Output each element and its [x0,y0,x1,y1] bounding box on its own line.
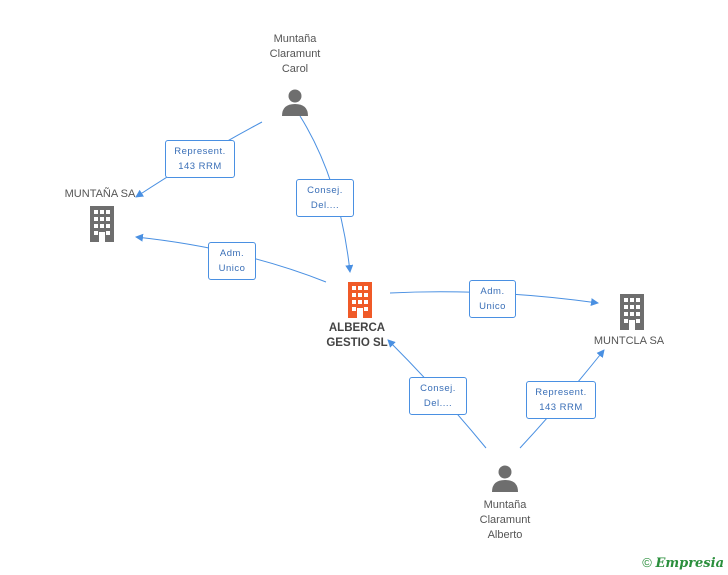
edge-label-top-to-center[interactable]: Consej. Del.... [296,179,354,217]
person-icon[interactable] [281,88,309,121]
building-icon[interactable] [345,282,375,323]
edge-label-center-to-right[interactable]: Adm. Unico [469,280,516,318]
edge-label-top-to-left[interactable]: Represent. 143 RRM [165,140,235,178]
edge-label-bottom-to-right[interactable]: Represent. 143 RRM [526,381,596,419]
person-icon[interactable] [491,464,519,497]
edge-label-center-to-left[interactable]: Adm. Unico [208,242,256,280]
person-bottom-name[interactable]: Muntaña Claramunt Alberto [479,499,531,541]
company-left-name[interactable]: MUNTAÑA SA [64,188,136,200]
copyright-icon: © [642,555,652,570]
company-center-name[interactable]: ALBERCA GESTIO SL [326,322,388,349]
footer-brand: © Empresia [642,555,724,571]
brand-logo: Empresia [655,556,724,571]
person-top-name[interactable]: Muntaña Claramunt Carol [269,33,321,75]
company-right-name[interactable]: MUNTCLA SA [593,335,665,347]
edge-label-bottom-to-center[interactable]: Consej. Del.... [409,377,467,415]
building-icon[interactable] [87,206,117,247]
building-icon[interactable] [617,294,647,335]
